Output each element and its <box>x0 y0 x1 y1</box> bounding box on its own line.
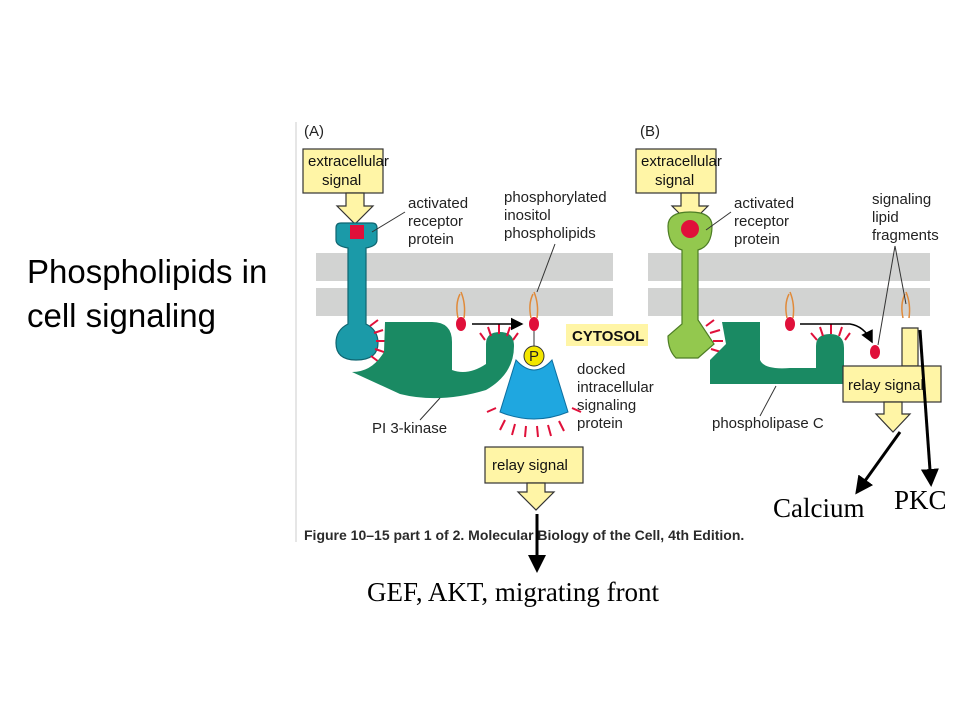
calcium-label: Calcium <box>773 493 864 523</box>
downstream-label: GEF, AKT, migrating front <box>367 577 660 607</box>
cytosol-label: CYTOSOL <box>572 328 644 345</box>
panel-a-phosphate-label: P <box>529 348 539 365</box>
panel-a-phospholipid-head <box>529 317 539 331</box>
panel-b-plc <box>710 322 844 384</box>
slide-title-line-2: cell signaling <box>27 297 216 334</box>
slide-title-line-1: Phospholipids in <box>27 253 268 290</box>
panel-a-docked-protein <box>499 359 569 420</box>
panel-b-relay-arrow <box>874 401 912 433</box>
panel-b-receptor-label-2: receptor <box>734 213 789 230</box>
panel-a-docked-label-4: protein <box>577 415 623 432</box>
panel-a-signal-line-1: extracellular <box>308 153 389 170</box>
panel-a-signal-arrow <box>335 192 375 225</box>
panel-b-plc-activity-marks <box>810 324 851 341</box>
panel-b-lipid-head <box>785 317 795 331</box>
panel-a-pi3k-activity-marks <box>479 324 519 341</box>
panel-b-fragments-label-3: fragments <box>872 227 939 244</box>
panel-b-fragments-pointer-2 <box>894 245 907 305</box>
panel-b-receptor-label-1: activated <box>734 195 794 212</box>
panel-b-enzyme-label: phospholipase C <box>712 415 824 432</box>
panel-b-relay-label: relay signal <box>848 377 924 394</box>
panel-b-receptor-pointer <box>705 211 732 231</box>
cytosol-box <box>566 324 648 346</box>
panel-b-released-head <box>870 345 880 359</box>
panel-b-signal-line-2: signal <box>655 172 694 189</box>
pkc-label: PKC <box>894 485 947 515</box>
panel-a-relay-box <box>484 446 584 484</box>
panel-b-signal-box <box>635 148 717 194</box>
panel-a-docked-label-2: intracellular <box>577 379 654 396</box>
panel-a-receptor <box>335 222 379 361</box>
panel-b-enzyme-pointer <box>759 385 777 417</box>
panel-a-docked-activity-marks <box>486 407 582 438</box>
panel-a-phospholipid-pointer <box>536 243 556 293</box>
panel-a-receptor-label-3: protein <box>408 231 454 248</box>
panel-a-signal-molecule <box>350 225 364 239</box>
panel-b-relay-arrow-stem <box>901 327 919 367</box>
panel-b-signal-line-1: extracellular <box>641 153 722 170</box>
calcium-arrow <box>855 431 902 495</box>
panel-b-lipid-tail <box>785 291 795 319</box>
panel-a-receptor-label-1: activated <box>408 195 468 212</box>
panel-a-relay-label: relay signal <box>492 457 568 474</box>
panel-a-docked-label-1: docked <box>577 361 625 378</box>
pkc-arrow <box>918 329 939 487</box>
panel-a-phospholipid-label-1: phosphorylated <box>504 189 607 206</box>
panel-a-tag: (A) <box>304 123 324 140</box>
panel-b-receptor <box>667 211 715 359</box>
panel-a-lipid-tail <box>456 291 466 319</box>
panel-b-fragments-label-2: lipid <box>872 209 899 226</box>
panel-a-relay-arrow <box>516 482 556 511</box>
panel-a-phospholipid-label-2: inositol <box>504 207 551 224</box>
panel-a-signal-box <box>302 148 384 194</box>
panel-b-fragments-label-1: signaling <box>872 191 931 208</box>
slide-title: Phospholipids in cell signaling <box>27 250 317 338</box>
panel-a-enzyme-label: PI 3-kinase <box>372 420 447 437</box>
panel-a-lipid-head <box>456 317 466 331</box>
panel-a-receptor-pointer <box>371 211 406 233</box>
panel-a-phosphate <box>523 345 545 367</box>
panel-b-receptor-label-3: protein <box>734 231 780 248</box>
panel-a-phospholipid-label-3: phospholipids <box>504 225 596 242</box>
figure-caption: Figure 10–15 part 1 of 2. Molecular Biol… <box>304 527 744 543</box>
panel-a-phospholipid-tail <box>529 291 539 319</box>
panel-b-signal-molecule <box>681 220 699 238</box>
panel-b-fragments-pointer-1 <box>877 245 896 346</box>
panel-a-enzyme-pointer <box>419 397 441 421</box>
panel-b-tag: (B) <box>640 123 660 140</box>
panel-a-pi3k <box>352 322 514 399</box>
panel-a-receptor-label-2: receptor <box>408 213 463 230</box>
panel-b-cleavage-arrow <box>800 323 873 344</box>
panel-a-signal-line-2: signal <box>322 172 361 189</box>
panel-a-docked-label-3: signaling <box>577 397 636 414</box>
